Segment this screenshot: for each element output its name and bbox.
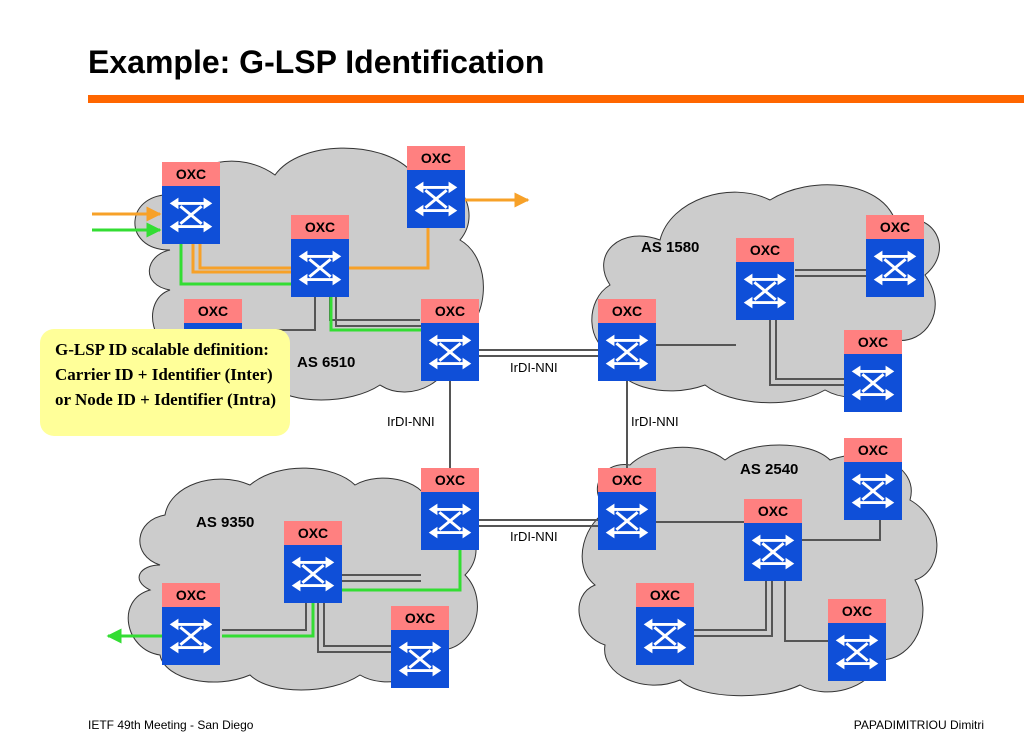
link-n12-n11 <box>222 603 307 631</box>
link-n15-n17-b <box>694 581 773 637</box>
link-n7-n9-b <box>775 320 844 380</box>
oxc-label-bg <box>598 468 656 492</box>
oxc-label-bg <box>162 583 220 607</box>
oxc-label: OXC <box>435 303 465 319</box>
oxc-label: OXC <box>435 472 465 488</box>
oxc-label: OXC <box>858 334 888 350</box>
oxc-label-bg <box>844 438 902 462</box>
oxc-label-bg <box>421 468 479 492</box>
green-lsp-path-b <box>329 297 421 332</box>
green-lsp-path-c <box>342 549 462 592</box>
oxc-label: OXC <box>305 219 335 235</box>
oxc-label-bg <box>598 299 656 323</box>
oxc-node-n7: OXC <box>736 238 794 320</box>
slide-title: Example: G-LSP Identification <box>88 44 545 80</box>
oxc-label-bg <box>284 521 342 545</box>
link-n7-n9-a <box>769 320 844 386</box>
footer-meeting: IETF 49th Meeting - San Diego <box>88 718 254 732</box>
oxc-node-n14: OXC <box>598 468 656 550</box>
oxc-label: OXC <box>750 242 780 258</box>
link-label-n5-n6: IrDI-NNI <box>510 360 558 375</box>
oxc-label: OXC <box>298 525 328 541</box>
oxc-node-n5: OXC <box>421 299 479 381</box>
callout-note: G-LSP ID scalable definition: Carrier ID… <box>40 329 290 436</box>
oxc-label: OXC <box>758 503 788 519</box>
oxc-node-n17: OXC <box>636 583 694 665</box>
oxc-node-n13: OXC <box>391 606 449 688</box>
oxc-node-n12: OXC <box>162 583 220 665</box>
oxc-label: OXC <box>176 587 206 603</box>
title-underline <box>88 95 1024 103</box>
oxc-label: OXC <box>421 150 451 166</box>
oxc-label-bg <box>184 299 242 323</box>
oxc-label-bg <box>828 599 886 623</box>
oxc-label-bg <box>744 499 802 523</box>
oxc-label: OXC <box>612 303 642 319</box>
link-n15-n18 <box>784 581 828 642</box>
oxc-node-n1: OXC <box>162 162 220 244</box>
oxc-label: OXC <box>198 303 228 319</box>
oxc-node-n2: OXC <box>291 215 349 297</box>
oxc-label-bg <box>162 162 220 186</box>
link-n15-n16 <box>802 520 881 541</box>
oxc-label-bg <box>291 215 349 239</box>
oxc-label: OXC <box>650 587 680 603</box>
oxc-node-n9: OXC <box>844 330 902 412</box>
oxc-label: OXC <box>858 442 888 458</box>
oxc-node-n6: OXC <box>598 299 656 381</box>
oxc-label: OXC <box>176 166 206 182</box>
oxc-label: OXC <box>612 472 642 488</box>
link-n11-n13-b <box>323 603 391 647</box>
domain-label-as9350: AS 9350 <box>196 514 254 531</box>
oxc-label-bg <box>866 215 924 239</box>
oxc-label-bg <box>407 146 465 170</box>
oxc-node-n16: OXC <box>844 438 902 520</box>
link-label-n5-n10: IrDI-NNI <box>387 414 435 429</box>
domain-label-as1580: AS 1580 <box>641 239 699 256</box>
link-n11-n13-a <box>317 603 391 653</box>
oxc-label-bg <box>736 238 794 262</box>
link-n15-n17-a <box>694 581 767 631</box>
domain-label-as6510: AS 6510 <box>297 354 355 371</box>
oxc-node-n3: OXC <box>407 146 465 228</box>
oxc-node-n18: OXC <box>828 599 886 681</box>
oxc-label-bg <box>636 583 694 607</box>
domain-label-as2540: AS 2540 <box>740 461 798 478</box>
oxc-label-bg <box>421 299 479 323</box>
orange-lsp-path-b <box>191 244 291 274</box>
footer-author: PAPADIMITRIOU Dimitri <box>853 718 984 732</box>
oxc-node-n11: OXC <box>284 521 342 603</box>
oxc-node-n8: OXC <box>866 215 924 297</box>
oxc-label: OXC <box>842 603 872 619</box>
link-n2-n5-b <box>335 297 421 327</box>
oxc-node-n15: OXC <box>744 499 802 581</box>
link-label-n10-n14: IrDI-NNI <box>510 529 558 544</box>
link-label-n6-n14: IrDI-NNI <box>631 414 679 429</box>
green-lsp-path-d <box>222 603 315 638</box>
oxc-node-n10: OXC <box>421 468 479 550</box>
oxc-label: OXC <box>880 219 910 235</box>
green-lsp-path-a <box>179 244 291 286</box>
oxc-label-bg <box>391 606 449 630</box>
oxc-label: OXC <box>405 610 435 626</box>
oxc-label-bg <box>844 330 902 354</box>
